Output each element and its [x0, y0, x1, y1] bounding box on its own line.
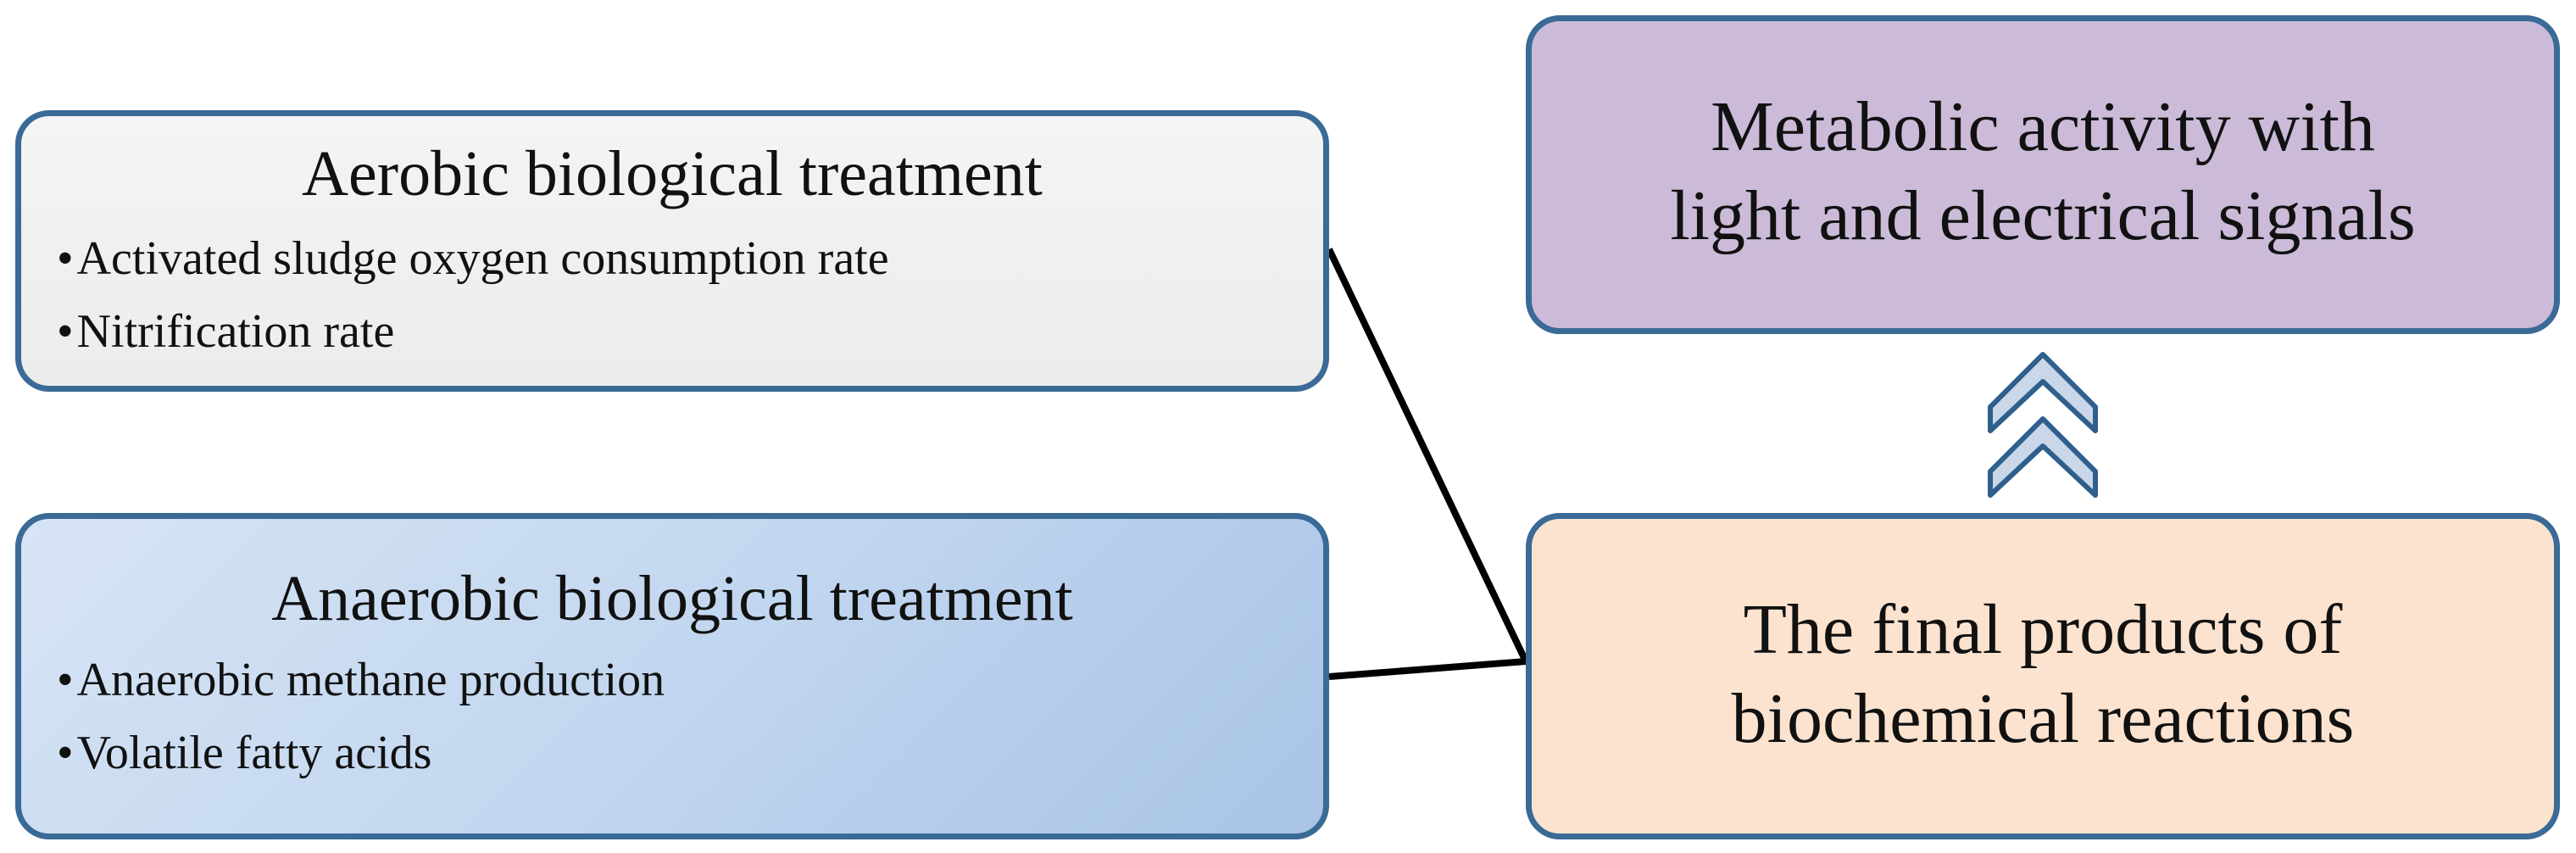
anaerobic-treatment-box: Anaerobic biological treatment •Anaerobi… — [15, 513, 1329, 839]
bullet-dot-icon: • — [57, 654, 74, 706]
anaerobic-bullet-text: Volatile fatty acids — [76, 727, 432, 779]
aerobic-bullet-list: •Activated sludge oxygen consumption rat… — [57, 235, 889, 381]
aerobic-bullet-text: Activated sludge oxygen consumption rate — [76, 232, 889, 285]
connector-aerobic-to-final — [1326, 248, 1529, 663]
list-item: •Anaerobic methane production — [57, 656, 665, 729]
list-item: •Nitrification rate — [57, 308, 889, 381]
chevron-up-icon — [1988, 416, 2098, 498]
bullet-dot-icon: • — [57, 727, 74, 779]
aerobic-treatment-box: Aerobic biological treatment •Activated … — [15, 110, 1329, 392]
metabolic-activity-line: light and electrical signals — [1670, 176, 2416, 255]
anaerobic-bullet-text: Anaerobic methane production — [76, 654, 665, 706]
aerobic-title: Aerobic biological treatment — [302, 138, 1043, 209]
connector-anaerobic-to-final — [1328, 658, 1527, 680]
final-products-line: biochemical reactions — [1731, 679, 2355, 758]
final-products-text: The final products of biochemical reacti… — [1532, 585, 2554, 763]
final-products-line: The final products of — [1743, 590, 2343, 669]
chevron-up-icon — [1988, 352, 2098, 433]
anaerobic-bullet-list: •Anaerobic methane production •Volatile … — [57, 656, 665, 802]
metabolic-activity-text: Metabolic activity with light and electr… — [1532, 82, 2554, 260]
metabolic-activity-line: Metabolic activity with — [1711, 87, 2375, 166]
double-chevron-up-icon — [1988, 352, 2098, 498]
list-item: •Volatile fatty acids — [57, 729, 665, 802]
bullet-dot-icon: • — [57, 305, 74, 358]
bullet-dot-icon: • — [57, 232, 74, 285]
aerobic-bullet-text: Nitrification rate — [76, 305, 395, 358]
metabolic-activity-box: Metabolic activity with light and electr… — [1526, 15, 2560, 334]
list-item: •Activated sludge oxygen consumption rat… — [57, 235, 889, 308]
final-products-box: The final products of biochemical reacti… — [1526, 513, 2560, 839]
anaerobic-title: Anaerobic biological treatment — [271, 563, 1073, 634]
